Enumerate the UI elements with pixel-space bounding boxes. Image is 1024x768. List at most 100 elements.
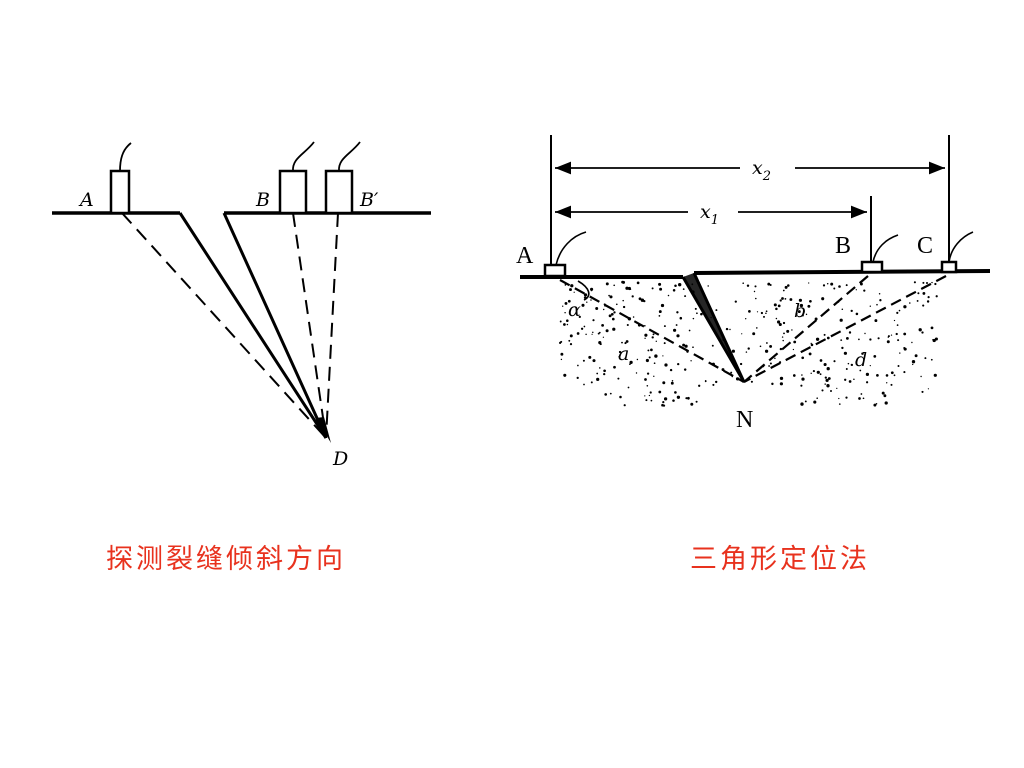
stipple-dot: [676, 395, 681, 399]
stipple-dot: [662, 401, 665, 404]
stipple-dot: [745, 318, 747, 320]
stipple-dot: [741, 333, 743, 335]
stipple-dot: [605, 329, 609, 333]
stipple-dot: [658, 315, 661, 317]
stipple-dot: [664, 363, 668, 367]
caption-left: 探测裂缝倾斜方向: [106, 544, 346, 575]
stipple-dot: [567, 299, 571, 303]
stipple-dot: [850, 309, 853, 313]
stipple-dot: [903, 347, 907, 351]
stipple-dot: [804, 400, 807, 403]
transducer-b-prime: [324, 169, 354, 215]
stipple-dot: [774, 357, 776, 360]
stipple-dot: [602, 308, 605, 311]
stipple-dot: [826, 384, 830, 388]
stipple-dot: [576, 376, 579, 380]
stipple-dot: [825, 378, 829, 383]
stipple-dot: [860, 393, 863, 395]
stipple-dot: [792, 348, 795, 351]
stipple-dot: [563, 323, 566, 326]
stipple-dot: [810, 372, 812, 375]
stipple-dot: [613, 311, 616, 314]
stipple-dot: [692, 346, 694, 349]
stipple-dot: [801, 377, 805, 381]
stipple-dot: [909, 302, 911, 304]
stipple-dot: [694, 307, 697, 310]
stipple-dot: [769, 284, 772, 286]
stipple-dot: [925, 281, 929, 285]
stipple-dot: [560, 352, 564, 356]
stipple-dot: [707, 285, 709, 287]
stipple-dot: [881, 391, 885, 395]
stipple-dot: [769, 362, 772, 365]
stipple-dot: [779, 382, 784, 386]
label-b-right: B: [835, 233, 851, 259]
stipple-dot: [739, 362, 743, 366]
stipple-dot: [781, 336, 784, 338]
stipple-dot: [855, 289, 857, 291]
stipple-dot: [824, 376, 827, 379]
stipple-dot: [878, 292, 881, 295]
stipple-dot: [768, 365, 771, 367]
stipple-dot: [827, 377, 831, 380]
stipple-dot: [903, 371, 906, 374]
stipple-dot: [763, 315, 765, 318]
stipple-dot: [582, 359, 585, 362]
stipple-dot: [789, 298, 793, 301]
stipple-dot: [787, 284, 790, 287]
stipple-dot: [619, 395, 622, 399]
stipple-dot: [838, 397, 840, 400]
stipple-dot: [569, 343, 573, 346]
stipple-dot: [662, 355, 664, 357]
stipple-dot: [599, 367, 601, 369]
stipple-dot: [569, 334, 573, 338]
stipple-dot: [700, 312, 703, 316]
stipple-dot: [583, 383, 585, 386]
stipple-dot: [859, 369, 862, 372]
stipple-dot: [730, 371, 733, 374]
stipple-dot: [830, 390, 832, 392]
stipple-dot: [588, 355, 592, 359]
stipple-dot: [569, 288, 572, 292]
stipple-dot: [613, 284, 616, 287]
stipple-dot: [585, 333, 587, 336]
stipple-dot: [775, 317, 778, 320]
cable-a: [119, 142, 132, 172]
stipple-dot: [752, 332, 756, 336]
stipple-dot: [753, 290, 756, 293]
stipple-dot: [899, 352, 901, 354]
dimension-x1-label: x1: [700, 201, 719, 228]
stipple-dot: [635, 372, 638, 374]
path-b-to-n: [743, 275, 869, 383]
stipple-dot: [648, 394, 651, 397]
stipple-dot: [667, 294, 670, 297]
angle-arc: [577, 280, 590, 301]
stipple-dot: [822, 284, 826, 287]
stipple-dot: [591, 333, 593, 335]
stipple-dot: [782, 289, 785, 292]
stipple-dot: [783, 332, 785, 335]
stipple-dot: [645, 399, 648, 402]
stipple-dot: [653, 362, 656, 365]
stipple-dot: [810, 343, 814, 347]
stipple-dot: [781, 297, 784, 300]
stipple-dot: [663, 325, 666, 328]
transducer-b-right: [860, 260, 884, 274]
stipple-dot: [815, 337, 820, 341]
stipple-dot: [629, 288, 632, 291]
stipple-dot: [624, 342, 627, 345]
stipple-dot: [826, 336, 830, 340]
stipple-dot: [745, 351, 748, 353]
stipple-dot: [897, 339, 900, 342]
stipple-dot: [592, 359, 596, 363]
stipple-dot: [715, 380, 718, 384]
stipple-dot: [801, 314, 804, 317]
stipple-dot: [933, 373, 937, 377]
stipple-dot: [672, 289, 676, 292]
crack-tip-arrow: [316, 417, 331, 443]
stipple-dot: [896, 311, 899, 314]
stipple-dot: [922, 281, 925, 284]
stipple-dot: [922, 304, 925, 307]
stipple-dot: [930, 326, 934, 330]
left-crack-direction-figure: A B B′ D: [52, 141, 431, 470]
